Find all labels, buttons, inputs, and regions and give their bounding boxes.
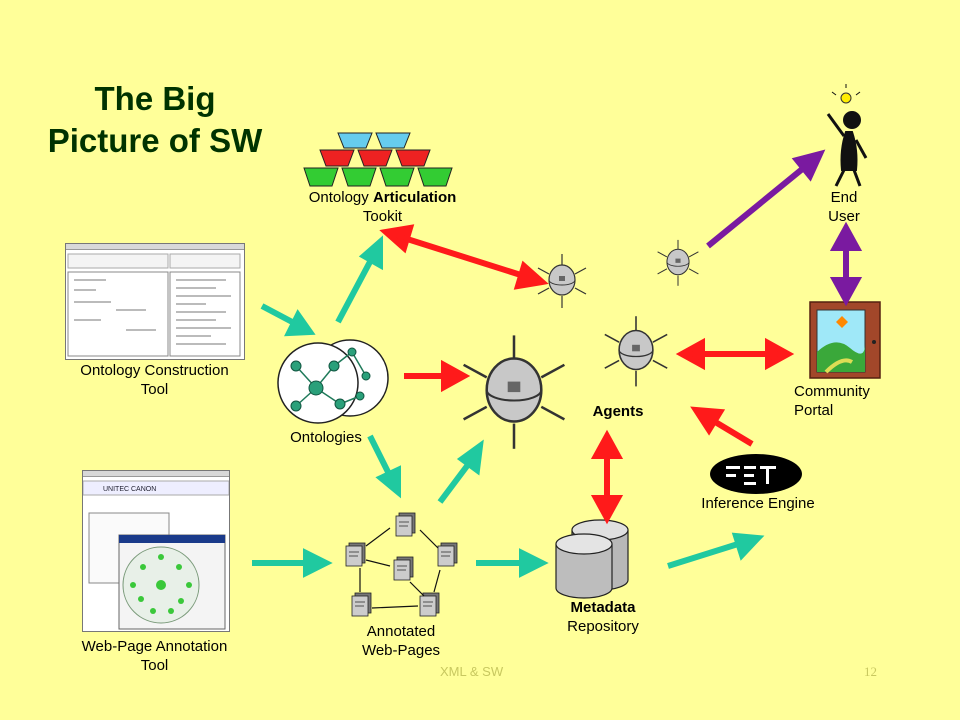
arrow-annotated-to-repository: [476, 548, 549, 578]
inference-engine-logo-icon: [710, 454, 802, 494]
end-user-label: End User: [816, 188, 872, 226]
metadata-repository-icon: [555, 519, 629, 599]
arrow-annotation-to-annotated: [252, 548, 333, 578]
annotated-web-pages-icon: [345, 512, 458, 617]
agent-medium-icon: [604, 315, 668, 388]
teal-arrows: [252, 235, 765, 578]
slide-title-line1: The Big: [94, 80, 216, 117]
toolkit-label-line2: Tookit: [362, 208, 403, 225]
arrow-agents-to-enduser: [706, 149, 826, 249]
inference-engine-label: Inference Engine: [690, 494, 826, 513]
annotation-label-line1: Web-Page Annotation: [81, 638, 228, 655]
toolkit-label: Ontology Articulation Tookit: [290, 188, 475, 226]
footer-center-text: XML & SW: [440, 664, 504, 679]
page-number: 12: [864, 664, 877, 679]
agent-large-icon: [462, 334, 566, 451]
ontology-construction-tool-screenshot: [65, 243, 245, 360]
community-portal-label: Community Portal: [794, 382, 894, 420]
purple-arrows: [706, 149, 863, 307]
construction-label-line2: Tool: [140, 381, 169, 398]
community-portal-icon: [809, 301, 881, 379]
arrow-repository-out: [667, 532, 765, 569]
ontologies-label-text: Ontologies: [290, 429, 362, 446]
arrow-enduser-portal-double: [829, 221, 863, 307]
annotated-label-line2: Web-Pages: [361, 642, 441, 659]
enduser-label-line1: End: [830, 189, 858, 206]
metadata-repository-label: Metadata Repository: [548, 598, 658, 636]
annotation-label-line2: Tool: [140, 657, 169, 674]
agent-small-2-icon: [657, 239, 699, 287]
toolkit-label-bold: Articulation: [372, 189, 457, 206]
arrow-construction-to-ontologies: [260, 303, 316, 337]
web-page-annotation-tool-screenshot: UNITEC CANON: [82, 470, 230, 632]
enduser-label-line2: User: [828, 208, 860, 225]
articulation-pyramid-icon: [303, 132, 453, 187]
annotated-label-line1: Annotated: [366, 623, 436, 640]
arrow-annotated-to-agent: [437, 439, 484, 504]
construction-label-line1: Ontology Construction: [80, 362, 229, 379]
construction-screenshot-content: [67, 253, 241, 357]
arrow-ontologies-to-agent: [404, 359, 471, 393]
construction-tool-label: Ontology Construction Tool: [62, 361, 247, 399]
ontologies-icon: [277, 339, 389, 424]
arrow-agents-repository-double: [590, 429, 624, 525]
annotated-pages-label: Annotated Web-Pages: [346, 622, 456, 660]
community-label-line2: Portal: [794, 402, 834, 419]
agents-label: Agents: [578, 402, 658, 421]
svg-text:UNITEC CANON: UNITEC CANON: [103, 486, 156, 493]
red-arrows: [379, 224, 795, 525]
metadata-label-line2: Repository: [567, 618, 639, 635]
arrow-ontologies-to-toolkit: [335, 235, 383, 324]
slide-title: The Big Picture of SW: [30, 78, 280, 162]
inference-label-text: Inference Engine: [701, 495, 815, 512]
slide-title-line2: Picture of SW: [47, 122, 263, 159]
arrow-agents-portal-double: [675, 337, 795, 371]
ontologies-label: Ontologies: [276, 428, 376, 447]
toolkit-label-plain: Ontology: [308, 189, 369, 206]
arrow-inference-to-agents: [690, 406, 754, 447]
agents-label-text: Agents: [592, 403, 644, 420]
arrow-toolkit-agents-double: [379, 224, 549, 290]
community-label-line1: Community: [794, 383, 870, 400]
annotation-tool-label: Web-Page Annotation Tool: [62, 637, 247, 675]
metadata-label-line1: Metadata: [570, 599, 636, 616]
arrow-ontologies-to-annotated: [367, 434, 401, 499]
annotation-screenshot-content: UNITEC CANON: [83, 480, 229, 630]
end-user-figure-icon: [826, 84, 868, 187]
